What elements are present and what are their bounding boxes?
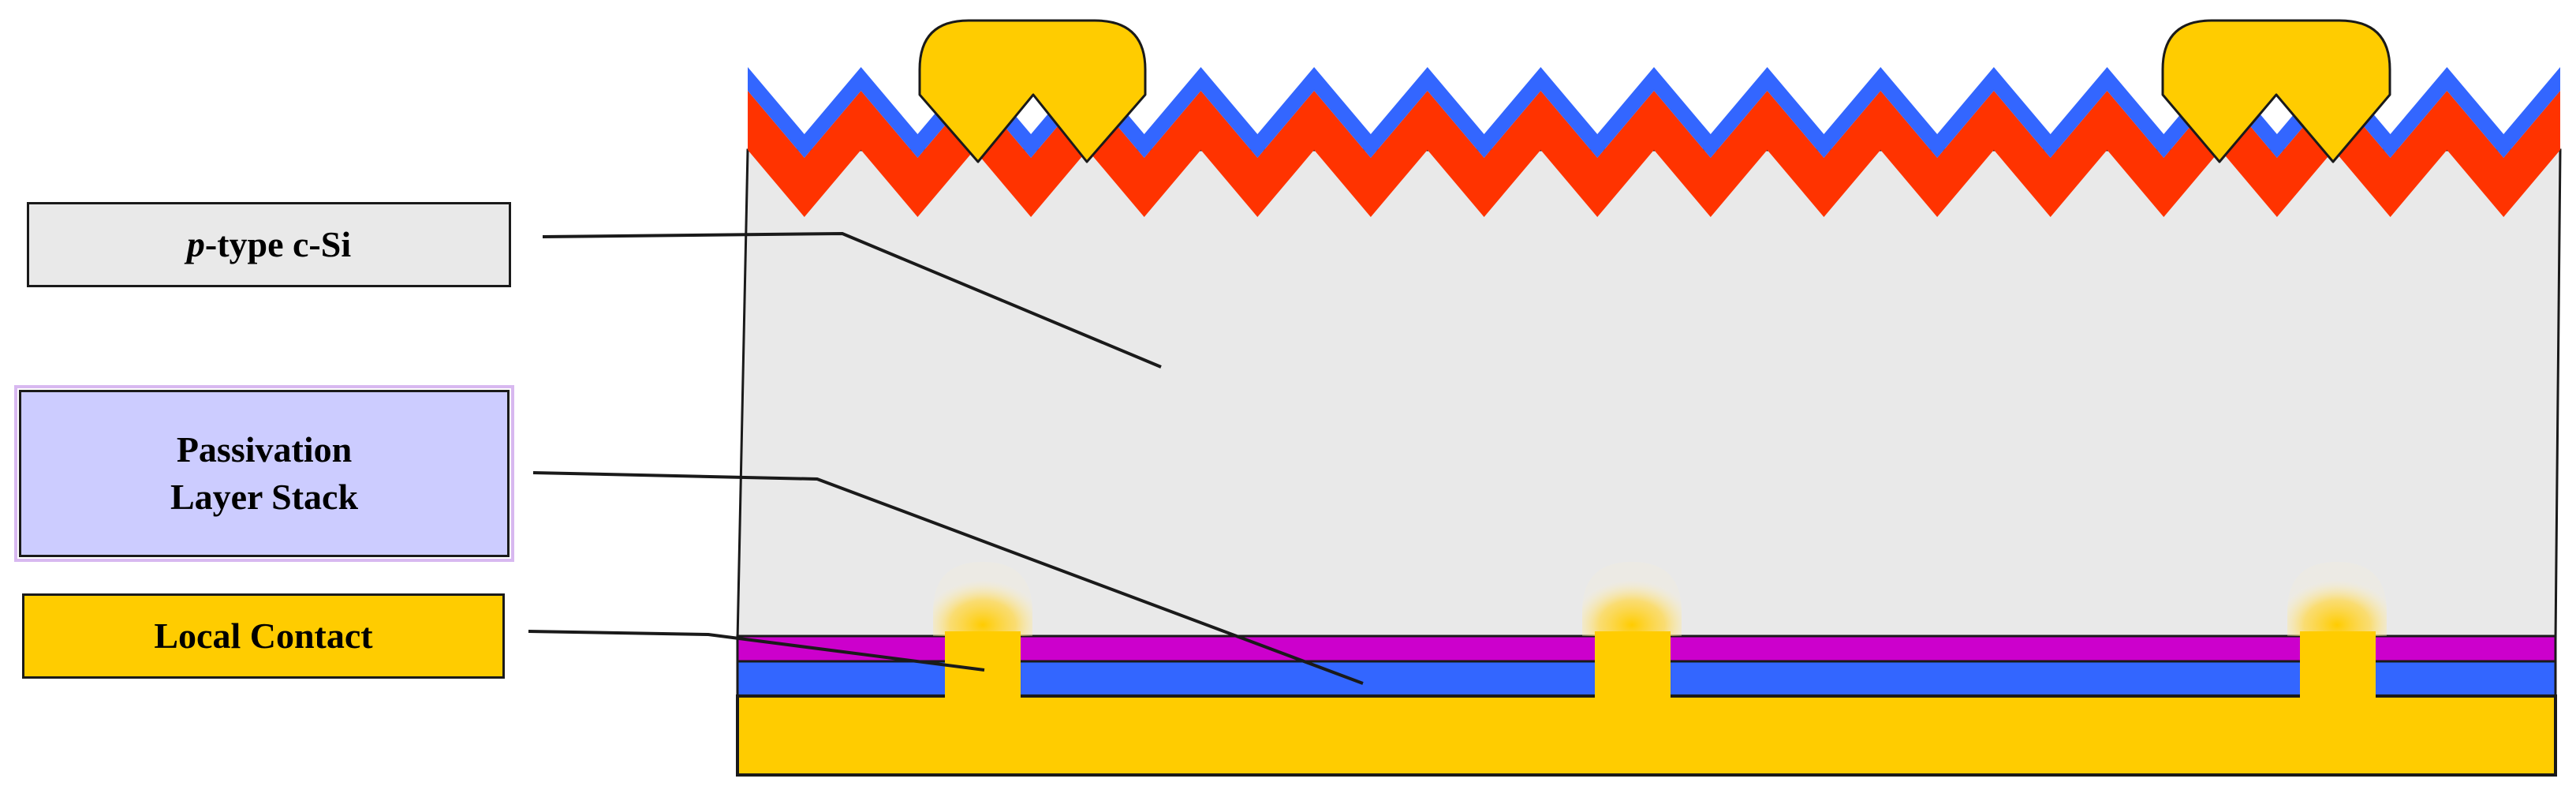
local-contact-plugs [945,631,2376,699]
leader-line-passivation [532,471,1364,685]
passivation-label: Passivation Layer Stack [14,385,514,562]
substrate-label-suffix: -type c-Si [204,224,352,265]
substrate-label-prefix: p [186,224,205,265]
local-contact-plug [2300,631,2376,699]
leader-line-substrate [542,231,1162,369]
substrate-label: p-type c-Si [27,202,511,287]
passivation-label-line1: Passivation [176,429,353,470]
local-bsf-region [933,562,1032,636]
local-contact-plug [1595,631,1671,699]
front-finger-contact [2161,19,2391,163]
local-contact-label: Local Contact [22,593,505,679]
local-contact-label-text: Local Contact [154,616,373,657]
local-bsf-region [1582,562,1682,636]
passivation-label-line2: Layer Stack [170,477,359,517]
front-finger-contact [918,19,1147,163]
substrate-label-text: p-type c-Si [187,221,351,268]
local-bsf-region [2287,562,2387,636]
antireflection-coating [748,67,2560,158]
leader-line-contact [528,630,985,672]
passivation-label-text: Passivation Layer Stack [170,426,358,521]
emitter-layer [748,91,2560,217]
local-bsf-regions [933,562,2387,636]
rear-metal-contact [736,694,2557,777]
